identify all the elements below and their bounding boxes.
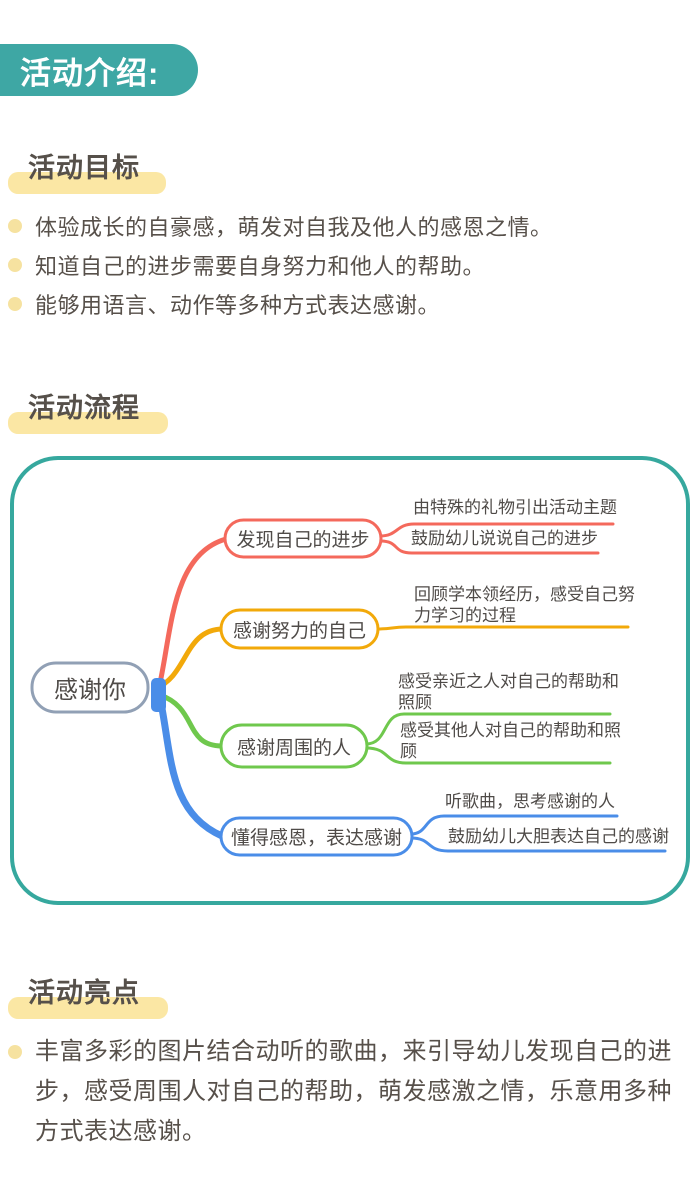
subline-1a bbox=[378, 522, 615, 538]
sub-item-label: 听歌曲，思考感谢的人 bbox=[445, 792, 615, 811]
list-item: 知道自己的进步需要自身努力和他人的帮助。 bbox=[8, 245, 692, 284]
branch-node-2 bbox=[219, 608, 380, 650]
heading-highlight-bar bbox=[8, 172, 166, 194]
sub-item-label: 回顾学本领经历，感受自己努 力学习的过程 bbox=[414, 585, 635, 625]
subline-4b bbox=[409, 836, 667, 853]
page-title-label: 活动介绍: bbox=[20, 55, 160, 91]
branch-node-label: 发现自己的进步 bbox=[236, 530, 370, 551]
branch-node-label: 懂得感恩，表达感谢 bbox=[230, 828, 402, 849]
list-item: 体验成长的自豪感，萌发对自我及他人的感恩之情。 bbox=[8, 206, 692, 245]
bullet-dot-icon bbox=[8, 296, 22, 311]
bullet-dot-icon bbox=[8, 257, 22, 272]
goals-list: 体验成长的自豪感，萌发对自我及他人的感恩之情。 知道自己的进步需要自身努力和他人… bbox=[8, 206, 692, 323]
highlights-text: 丰富多彩的图片结合动听的歌曲，来引导幼儿发现自己的进 步，感受周围人对自己的帮助… bbox=[35, 1038, 672, 1145]
goal-text: 体验成长的自豪感，萌发对自我及他人的感恩之情。 bbox=[35, 214, 553, 240]
goal-text: 知道自己的进步需要自身努力和他人的帮助。 bbox=[35, 253, 486, 279]
branch-node-label: 感谢周围的人 bbox=[236, 737, 351, 759]
subline-3b bbox=[364, 746, 612, 765]
section-heading-highlights: 活动亮点 bbox=[8, 971, 268, 1027]
bullet-dot-icon bbox=[8, 1045, 22, 1059]
section-heading-flow: 活动流程 bbox=[8, 386, 268, 442]
subline-2a bbox=[375, 625, 630, 631]
root-node-label: 感谢你 bbox=[54, 677, 126, 704]
bullet-dot-icon bbox=[8, 218, 22, 233]
mindmap-border bbox=[10, 456, 690, 905]
subline-4a bbox=[409, 814, 619, 836]
branch-curve-4 bbox=[156, 694, 226, 840]
section-heading-goals: 活动目标 bbox=[8, 146, 268, 202]
branch-node-label: 感谢努力的自己 bbox=[232, 620, 366, 642]
page-title: 活动介绍: bbox=[0, 44, 198, 96]
branch-node-3 bbox=[219, 723, 369, 769]
sub-item-label: 感受其他人对自己的帮助和照 顾 bbox=[400, 721, 621, 761]
heading-highlight-bar bbox=[8, 997, 168, 1019]
root-junction bbox=[151, 678, 166, 712]
flow-heading: 活动流程 bbox=[28, 393, 140, 423]
subline-1b bbox=[378, 539, 600, 555]
goals-heading: 活动目标 bbox=[28, 153, 140, 183]
sub-item-label: 感受亲近之人对自己的帮助和 照顾 bbox=[398, 672, 619, 712]
branch-node-1 bbox=[223, 518, 383, 559]
branch-curve-3 bbox=[157, 692, 225, 749]
sub-item-label: 由特殊的礼物引出活动主题 bbox=[413, 498, 617, 517]
goal-text: 能够用语言、动作等多种方式表达感谢。 bbox=[35, 292, 441, 318]
root-node bbox=[30, 661, 150, 714]
heading-highlight-bar bbox=[8, 412, 168, 434]
subline-3a bbox=[364, 712, 612, 746]
branch-curve-1 bbox=[155, 536, 229, 695]
flow-mindmap: 感谢你 发现自己的进步 感谢努力的自己 感谢周围的人 懂得感恩，表达感谢 由特殊… bbox=[0, 450, 700, 920]
highlights-heading: 活动亮点 bbox=[28, 978, 140, 1008]
sub-item-label: 鼓励幼儿说说自己的进步 bbox=[411, 529, 598, 548]
branch-node-4 bbox=[219, 816, 414, 857]
sub-item-label: 鼓励幼儿大胆表达自己的感谢 bbox=[448, 827, 669, 846]
mindmap-canvas bbox=[10, 456, 690, 905]
list-item: 能够用语言、动作等多种方式表达感谢。 bbox=[8, 284, 692, 323]
highlights-paragraph: 丰富多彩的图片结合动听的歌曲，来引导幼儿发现自己的进 步，感受周围人对自己的帮助… bbox=[8, 1032, 692, 1152]
